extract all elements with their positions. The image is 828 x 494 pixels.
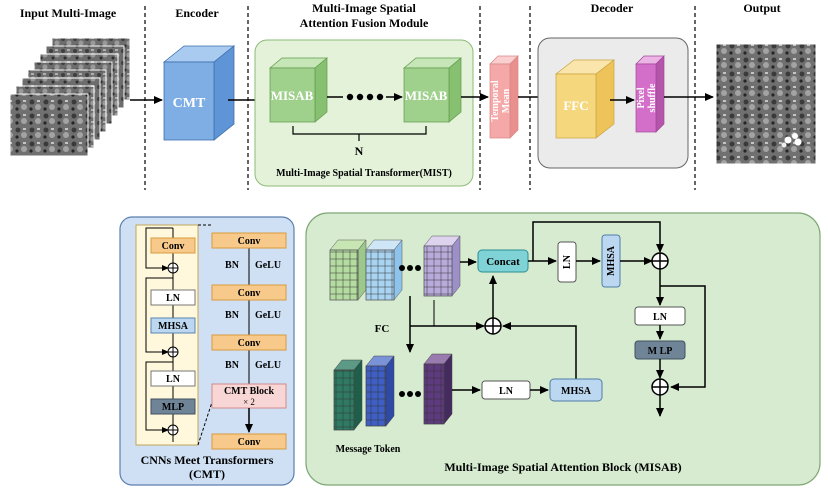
cmt-block-label: CMT Block (224, 386, 275, 397)
cmt-right-conv-1-label: Conv (238, 236, 261, 247)
add-node-final-plus (652, 379, 668, 395)
temporal-mean-block (489, 55, 519, 139)
token-ln-label: LN (499, 386, 514, 397)
misab-mlp-label: M LP (648, 346, 673, 357)
cmt-left-conv-label: Conv (162, 241, 185, 252)
upper-dots (399, 265, 421, 271)
section-title-decoder: Decoder (591, 1, 634, 15)
cmt-label: CMT (173, 96, 206, 111)
misab-cube-1 (269, 57, 328, 123)
pixel-shuffle-label: Pixel shuffle (636, 83, 658, 112)
cmt-right-conv-3-label: Conv (238, 338, 261, 349)
cmt-left-mhsa (150, 317, 196, 334)
misab-ln-vertical-label: LN (562, 254, 573, 269)
arrow-mhsa-to-middle-add (502, 322, 577, 379)
cmt-caption-2: (CMT) (189, 467, 225, 481)
ffc-label: FFC (563, 98, 588, 113)
gelu-label: GeLU (255, 360, 281, 371)
cmt-left-conv (150, 237, 196, 254)
misab-ln-horizontal-label: LN (653, 312, 668, 323)
svg-text:Temporal: Temporal (490, 80, 501, 122)
misab-label-2: MISAB (405, 88, 448, 103)
cmt-left-mlp-label: MLP (162, 402, 184, 413)
add-node-upper-plus (652, 253, 668, 269)
cmt-block-repeat-label: × 2 (243, 397, 255, 407)
repeat-brace (292, 126, 427, 141)
bn-label: BN (225, 310, 240, 321)
section-title-input: Input Multi-Image (20, 6, 117, 20)
cmt-right-conv-2-label: Conv (238, 288, 261, 299)
bn-label: BN (225, 260, 240, 271)
cmt-right-conv-2 (211, 284, 287, 301)
message-token-label: Message Token (336, 444, 401, 455)
misab-caption: Multi-Image Spatial Attention Block (MIS… (444, 460, 681, 474)
misab-repeat-dots (327, 93, 403, 101)
skip-to-final-add (660, 285, 706, 391)
cmt-block-repeat (211, 383, 287, 409)
cmt-left-ln-1-label: LN (166, 293, 181, 304)
gelu-label: GeLU (255, 260, 281, 271)
cmt-caption-1: CNNs Meet Transformers (141, 453, 274, 467)
residual-2 (145, 277, 173, 355)
cmt-left-mhsa-label: MHSA (158, 321, 189, 332)
misab-ln-vertical (557, 241, 577, 283)
section-title-output: Output (743, 1, 780, 15)
token-mhsa-label: MHSA (561, 386, 592, 397)
input-image-stack (9, 37, 131, 157)
output-image (715, 43, 817, 165)
message-token-stack (333, 353, 453, 431)
pixel-shuffle-block (635, 55, 665, 133)
concat-label: Concat (486, 256, 520, 268)
mist-caption: Multi-Image Spatial Transformer(MIST) (276, 168, 452, 179)
gelu-label: GeLU (255, 310, 281, 321)
section-title-fusion-1: Multi-Image Spatial (312, 1, 416, 15)
bn-label: BN (225, 360, 240, 371)
cmt-left-ln-2-label: LN (166, 374, 181, 385)
cmt-right-conv-4 (211, 433, 287, 450)
misab-mhsa-vertical-label: MHSA (606, 245, 617, 276)
token-mhsa (549, 378, 603, 402)
zoom-line-bottom (197, 395, 215, 446)
fc-label: FC (375, 323, 390, 335)
lower-dots (399, 391, 421, 397)
misab-label-1: MISAB (271, 88, 314, 103)
cmt-right-conv-1 (211, 232, 287, 249)
section-title-encoder: Encoder (175, 6, 219, 20)
cmt-left-ln-2 (150, 370, 196, 387)
svg-text:Pixel: Pixel (636, 87, 647, 108)
residual-1 (145, 227, 173, 271)
cmt-right-conv-4-label: Conv (238, 437, 261, 448)
temporal-mean-label: Temporal Mean (490, 80, 512, 122)
repeat-count-label: N (355, 144, 364, 158)
add-node-plus (168, 425, 178, 435)
skip-concat-to-add (532, 221, 664, 261)
cmt-right-conv-3 (211, 334, 287, 351)
add-node-middle-plus (485, 318, 501, 334)
image-token-stack-upper (329, 235, 461, 301)
cmt-cube (162, 45, 236, 141)
cmt-left-ln-1 (150, 289, 196, 306)
add-node-plus (168, 263, 178, 273)
cmt-left-mlp (150, 398, 196, 415)
svg-text:Mean: Mean (501, 88, 512, 113)
ffc-cube (554, 59, 616, 139)
misab-cube-2 (403, 57, 462, 123)
add-node-plus (168, 347, 178, 357)
svg-text:shuffle: shuffle (647, 83, 658, 112)
residual-3 (145, 361, 173, 433)
section-title-fusion-2: Attention Fusion Module (300, 16, 429, 30)
